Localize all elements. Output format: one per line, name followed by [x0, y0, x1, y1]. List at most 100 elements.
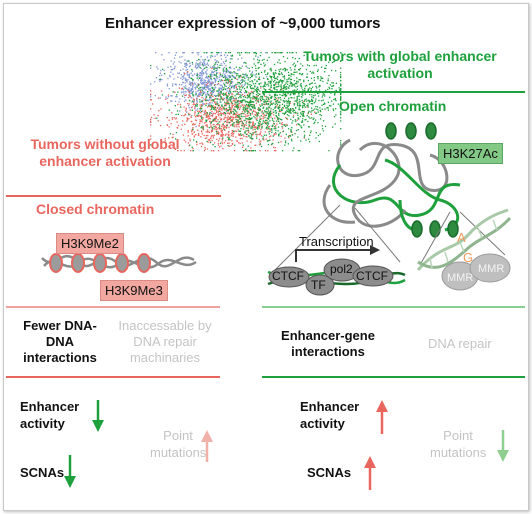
scatter-point: [240, 115, 242, 117]
scatter-point: [295, 100, 297, 102]
scatter-point: [302, 118, 304, 120]
scatter-point: [240, 52, 243, 54]
scatter-point: [229, 85, 231, 88]
scatter-point: [232, 90, 234, 93]
scatter-point: [285, 133, 287, 136]
scatter-point: [238, 134, 240, 136]
scatter-point: [315, 85, 317, 87]
scatter-point: [205, 75, 208, 78]
scatter-point: [267, 81, 270, 83]
scatter-point: [229, 66, 231, 68]
scatter-point: [215, 120, 217, 123]
scatter-point: [289, 78, 292, 81]
scatter-point: [263, 139, 265, 141]
scatter-point: [269, 120, 271, 122]
scatter-point: [265, 122, 267, 125]
scatter-point: [209, 109, 212, 111]
scatter-point: [282, 106, 284, 109]
scatter-point: [247, 110, 249, 113]
scatter-point: [227, 100, 229, 102]
scatter-point: [244, 150, 246, 152]
scatter-point: [181, 124, 183, 126]
scatter-point: [279, 62, 281, 64]
scatter-point: [288, 87, 290, 89]
scatter-point: [280, 88, 282, 91]
left-repair-label: Inaccessable by DNA repair machinaries: [118, 318, 212, 365]
scatter-point: [207, 80, 210, 82]
scatter-point: [298, 69, 300, 71]
scatter-point: [240, 95, 242, 97]
scatter-point: [245, 100, 247, 103]
scatter-point: [172, 63, 174, 65]
scatter-point: [245, 124, 248, 126]
scatter-point: [292, 56, 294, 59]
scatter-point: [237, 115, 240, 117]
scatter-point: [200, 80, 202, 82]
scatter-point: [237, 83, 239, 85]
scatter-point: [269, 113, 271, 115]
scatter-point: [245, 62, 247, 64]
scatter-point: [243, 87, 246, 90]
scatter-point: [188, 103, 190, 105]
scatter-point: [250, 150, 252, 152]
scatter-point: [237, 119, 239, 121]
scatter-point: [265, 126, 268, 129]
scatter-point: [224, 111, 226, 114]
scatter-point: [237, 116, 239, 118]
scatter-point: [164, 138, 166, 140]
scatter-point: [240, 89, 242, 91]
scatter-point: [215, 76, 218, 78]
scatter-point: [228, 103, 230, 105]
scatter-point: [287, 93, 289, 95]
scatter-point: [296, 77, 298, 79]
scatter-point: [200, 104, 203, 106]
scatter-point: [257, 125, 259, 127]
scatter-point: [223, 83, 226, 86]
scatter-point: [205, 114, 207, 116]
scatter-point: [248, 120, 250, 122]
scatter-point: [248, 134, 250, 137]
scatter-point: [242, 107, 244, 109]
scatter-point: [223, 118, 225, 121]
scatter-point: [263, 58, 265, 61]
scatter-point: [194, 83, 196, 85]
scatter-point: [255, 102, 258, 104]
scatter-point: [335, 82, 337, 84]
scatter-point: [211, 134, 213, 137]
scatter-point: [195, 64, 197, 66]
scatter-point: [261, 145, 263, 148]
scatter-point: [196, 77, 198, 79]
scatter-point: [267, 122, 269, 124]
scatter-point: [297, 136, 299, 138]
scatter-point: [192, 79, 194, 81]
scatter-point: [243, 62, 245, 64]
right-scnas-label: SCNAs: [307, 465, 352, 480]
scatter-point: [241, 65, 243, 67]
scatter-point: [240, 105, 242, 107]
scatter-point: [331, 88, 333, 90]
scatter-point: [211, 107, 213, 109]
scatter-point: [249, 93, 251, 95]
scatter-point: [233, 86, 235, 88]
scatter-point: [171, 112, 173, 114]
scatter-point: [186, 88, 188, 90]
scatter-point: [329, 96, 331, 98]
scatter-point: [228, 113, 231, 115]
scatter-point: [265, 102, 267, 104]
scatter-point: [263, 99, 265, 101]
scatter-point: [234, 150, 236, 152]
scatter-point: [200, 136, 202, 138]
scatter-point: [201, 78, 203, 80]
scatter-point: [223, 107, 225, 109]
scatter-point: [232, 116, 235, 118]
scatter-point: [210, 95, 212, 98]
scatter-point: [243, 125, 245, 127]
scatter-point: [224, 120, 227, 122]
scatter-point: [205, 52, 207, 54]
scatter-point: [245, 73, 247, 75]
scatter-point: [247, 129, 250, 131]
scatter-point: [285, 100, 288, 102]
scatter-point: [220, 90, 222, 93]
scatter-point: [292, 116, 294, 118]
scatter-point: [190, 89, 192, 91]
